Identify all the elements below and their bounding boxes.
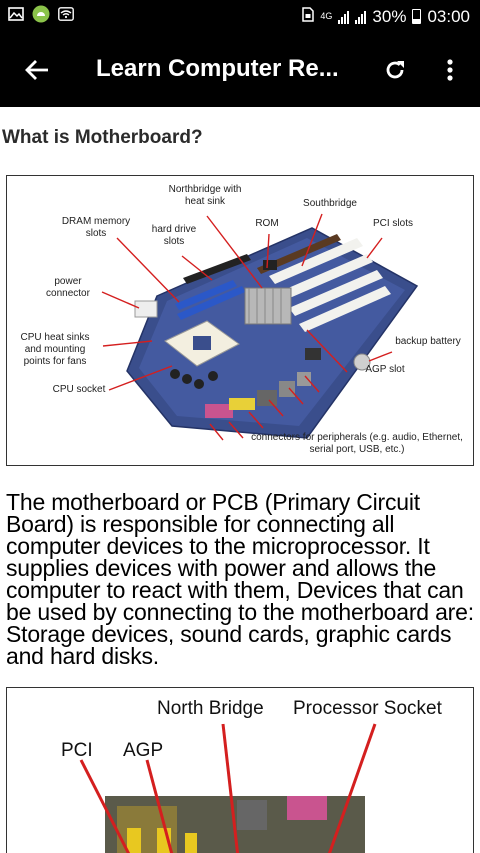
label-hard-drive: hard drive slots bbox=[151, 224, 197, 247]
signal-icon-2 bbox=[355, 10, 367, 24]
article-paragraph: The motherboard or PCB (Primary Circuit … bbox=[6, 489, 474, 669]
status-bar: 4G 30% 03:00 bbox=[0, 0, 480, 33]
article-content[interactable]: What is Motherboard? bbox=[0, 107, 480, 853]
more-vert-icon bbox=[447, 59, 453, 81]
label-southbridge: Southbridge bbox=[303, 198, 357, 209]
label-processor-socket: Processor Socket bbox=[293, 698, 442, 719]
battery-percent: 30% bbox=[372, 6, 407, 26]
label-rom: ROM bbox=[255, 218, 279, 229]
clock: 03:00 bbox=[427, 6, 470, 26]
motherboard-photo-diagram: North Bridge Processor Socket PCI AGP bbox=[6, 687, 474, 853]
sim-icon bbox=[302, 6, 315, 27]
motherboard-illustration bbox=[101, 213, 419, 441]
label-connectors: connectors for peripherals (e.g. audio, … bbox=[251, 432, 463, 455]
label-power: power connector bbox=[46, 276, 90, 299]
label-agp: AGP slot bbox=[365, 364, 405, 375]
refresh-button[interactable] bbox=[380, 55, 410, 85]
wifi-icon bbox=[58, 7, 74, 26]
label-agp-2: AGP bbox=[123, 740, 164, 761]
network-type: 4G bbox=[320, 11, 333, 21]
app-bar: Learn Computer Re... bbox=[0, 33, 480, 107]
label-backup-battery: backup battery bbox=[395, 336, 461, 347]
label-dram: DRAM memory slots bbox=[61, 216, 131, 239]
label-north-bridge: North Bridge bbox=[157, 698, 264, 719]
battery-icon bbox=[412, 9, 422, 24]
status-system: 4G 30% 03:00 bbox=[302, 7, 470, 27]
label-pci: PCI slots bbox=[372, 218, 413, 229]
more-options-button[interactable] bbox=[440, 55, 460, 85]
back-button[interactable] bbox=[20, 55, 54, 85]
motherboard-photo bbox=[79, 723, 377, 853]
refresh-icon bbox=[386, 61, 404, 79]
motherboard-diagram: Northbridge with heat sink Southbridge D… bbox=[6, 175, 474, 466]
status-notifications bbox=[8, 5, 74, 28]
page-title: What is Motherboard? bbox=[2, 127, 203, 148]
label-cpu-heat: CPU heat sinks and mounting points for f… bbox=[20, 332, 90, 367]
signal-icon bbox=[338, 10, 350, 24]
back-arrow-icon bbox=[25, 60, 48, 80]
gallery-icon bbox=[8, 7, 24, 26]
app-title: Learn Computer Re... bbox=[96, 55, 339, 82]
android-icon bbox=[32, 5, 50, 28]
label-cpu-socket: CPU socket bbox=[52, 384, 106, 395]
label-pci-2: PCI bbox=[61, 740, 93, 761]
label-northbridge: Northbridge with heat sink bbox=[168, 184, 242, 207]
